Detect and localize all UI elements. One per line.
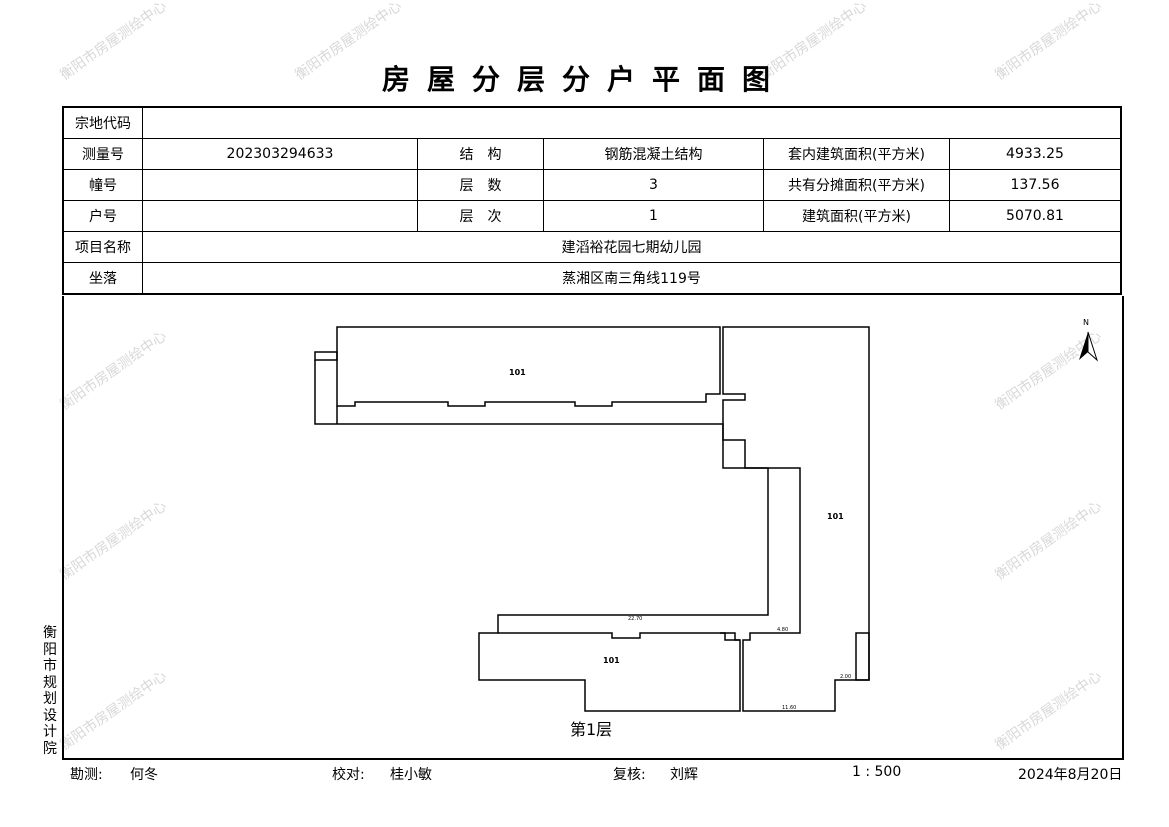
reviewer-name: 刘辉 — [670, 767, 698, 783]
surveyor-name: 何冬 — [130, 767, 158, 783]
shared-area-value: 137.56 — [949, 169, 1122, 201]
date: 2024年8月20日 — [1018, 767, 1123, 783]
plan-frame — [62, 296, 1124, 760]
north-label: N — [1083, 318, 1089, 327]
floor-level-value: 1 — [543, 200, 764, 232]
property-info-table: 宗地代码 测量号 202303294633 结 构 钢筋混凝土结构 套内建筑面积… — [62, 106, 1122, 295]
project-label: 项目名称 — [62, 231, 143, 263]
north-arrow-icon — [1079, 331, 1099, 362]
small-room-outline — [314, 351, 338, 361]
structure-label: 结 构 — [417, 138, 544, 170]
lower-wing-outline — [498, 632, 740, 641]
checker-label: 校对: — [332, 767, 365, 783]
reviewer-label: 复核: — [613, 767, 646, 783]
floors-value: 3 — [543, 169, 764, 201]
scale: 1 : 500 — [852, 764, 902, 780]
floor-caption: 第1层 — [570, 720, 613, 739]
side-organization: 衡阳市规划设计院 — [43, 625, 57, 757]
east-building-outline — [722, 326, 870, 712]
building-area-value: 5070.81 — [949, 200, 1122, 232]
building-no-value — [142, 169, 418, 201]
page-title: 房屋分层分户平面图 — [381, 63, 787, 96]
dimension-label: 4.80 — [777, 627, 789, 633]
building-area-label: 建筑面积(平方米) — [763, 200, 950, 232]
survey-no-label: 测量号 — [62, 138, 143, 170]
surveyor-label: 勘测: — [70, 767, 103, 783]
building-no-label: 幢号 — [62, 169, 143, 201]
room-label: 101 — [603, 656, 620, 665]
upper-wing-outline — [336, 326, 721, 407]
room-label: 101 — [827, 512, 844, 521]
corridor-outline — [314, 360, 769, 712]
east-small-room — [855, 632, 870, 681]
inner-area-label: 套内建筑面积(平方米) — [763, 138, 950, 170]
dimension-label: 2.00 — [840, 674, 852, 680]
room-label: 101 — [509, 368, 526, 377]
dimension-label: 11.60 — [782, 705, 797, 711]
dimension-label: 22.70 — [628, 616, 643, 622]
project-value: 建滔裕花园七期幼儿园 — [142, 231, 1122, 263]
inner-area-value: 4933.25 — [949, 138, 1122, 170]
location-value: 蒸湘区南三角线119号 — [142, 262, 1122, 295]
checker-name: 桂小敏 — [390, 767, 432, 783]
